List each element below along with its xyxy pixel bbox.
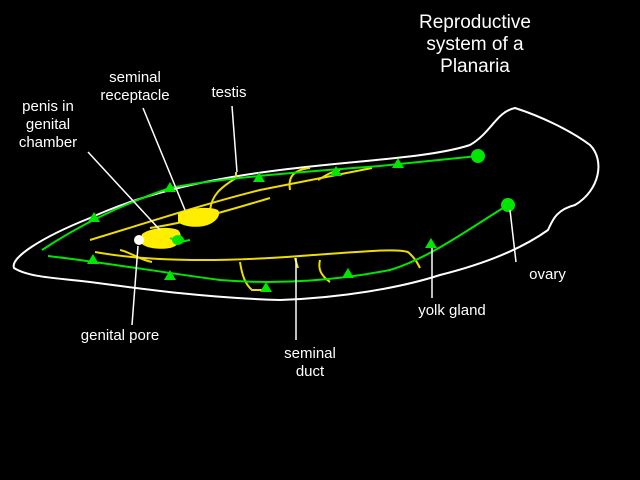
yolk-ducts xyxy=(41,155,509,283)
ovary-upper xyxy=(471,149,485,163)
diagram-title: Reproductive system of a Planaria xyxy=(419,12,531,77)
label-testis: testis xyxy=(211,84,247,101)
label-yolk-gland: yolk gland xyxy=(418,302,486,319)
label-ovary: ovary xyxy=(529,266,566,283)
label-penis-genital-chamber: penis in genital chamber xyxy=(18,98,78,151)
label-seminal-duct: seminal duct xyxy=(284,345,336,380)
seminal-receptacle xyxy=(178,207,220,227)
yolk-glands xyxy=(87,158,437,292)
label-genital-pore: genital pore xyxy=(80,327,160,344)
ovary-lower xyxy=(501,198,515,212)
leader-lines xyxy=(87,105,517,340)
testis-ducts xyxy=(89,167,421,291)
label-seminal-receptacle: seminal receptacle xyxy=(100,69,170,104)
penis-genital-chamber xyxy=(140,227,181,249)
genital-pore xyxy=(134,235,144,245)
